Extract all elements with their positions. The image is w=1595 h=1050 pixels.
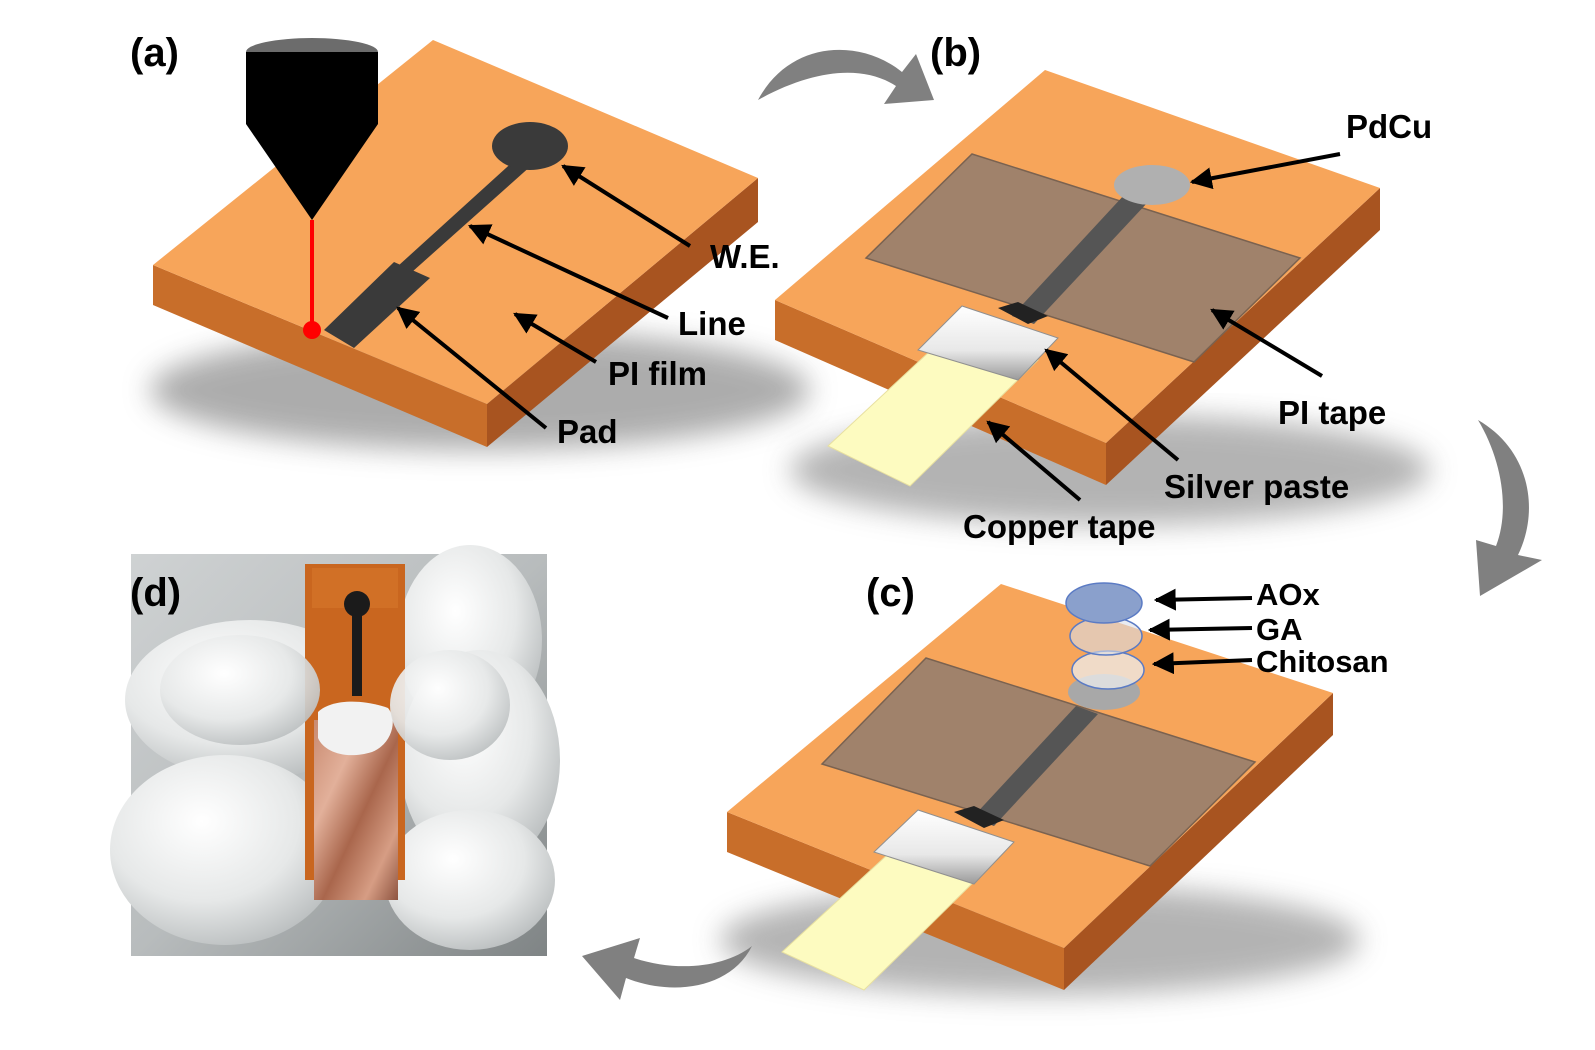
- photo-silver-paste: [318, 701, 393, 756]
- pad-b: [998, 302, 1048, 324]
- aox-layer: [1065, 582, 1143, 624]
- silver-paste: [917, 305, 1059, 381]
- panel-a-label: (a): [130, 31, 179, 75]
- silver-paste-label: Silver paste: [1164, 468, 1349, 505]
- substrate-front-face: [153, 265, 487, 447]
- line-electrode-b: [1012, 194, 1148, 324]
- line-label: Line: [678, 305, 746, 342]
- photo-working-electrode: [344, 591, 370, 617]
- line-electrode: [398, 148, 542, 272]
- pad-arrow: [396, 306, 548, 430]
- laser-spot: [303, 321, 321, 339]
- glove-palm-left: [110, 755, 340, 945]
- pi-film-arrow: [513, 312, 598, 364]
- panel-a: (a) W.E. Line PI film Pad: [130, 31, 810, 450]
- flow-arrow-b-to-c: [1476, 420, 1542, 596]
- panel-d-photo: (d): [110, 545, 560, 956]
- aox-label: AOx: [1256, 577, 1321, 612]
- pi-film-label: PI film: [608, 355, 707, 392]
- ga-arrow: [1147, 618, 1253, 641]
- copper-tape-arrow: [986, 420, 1082, 502]
- silver-paste-c: [873, 809, 1015, 885]
- glove-finger-overlay: [390, 650, 510, 760]
- line-arrow: [468, 224, 669, 320]
- pi-tape-label: PI tape: [1278, 394, 1386, 431]
- panel-c: (c) AOx GA Chitosan: [720, 571, 1389, 995]
- copper-tape-label: Copper tape: [963, 508, 1156, 545]
- pad-label: Pad: [557, 413, 618, 450]
- ga-label: GA: [1256, 612, 1303, 647]
- chitosan-arrow: [1151, 652, 1253, 675]
- panel-b: (b) PdCu PI tape Silver paste Copper tap…: [775, 31, 1432, 545]
- flow-arrow-a-to-b: [758, 49, 934, 104]
- pad-c: [954, 806, 1004, 828]
- glove-thumb-overlay: [160, 635, 320, 745]
- glove-palm-right: [385, 810, 555, 950]
- flow-arrow-c-to-d: [582, 938, 752, 1000]
- panel-b-label: (b): [930, 31, 981, 75]
- laser-nozzle-icon: [246, 52, 378, 220]
- pad-electrode: [324, 262, 430, 348]
- working-electrode: [492, 122, 568, 170]
- pdcu-arrow: [1189, 152, 1341, 190]
- panel-d-label: (d): [130, 571, 181, 615]
- chitosan-label: Chitosan: [1256, 644, 1389, 679]
- photo-line: [352, 612, 362, 696]
- pi-tape-arrow: [1210, 308, 1324, 378]
- chitosan-layer: [1071, 650, 1145, 690]
- substrate-side-face-b: [1106, 188, 1380, 485]
- aox-arrow: [1153, 588, 1253, 611]
- silver-paste-arrow: [1044, 348, 1180, 462]
- we-label: W.E.: [710, 238, 780, 275]
- pdcu-label: PdCu: [1346, 108, 1432, 145]
- line-electrode-c: [972, 706, 1098, 826]
- substrate-side-face-c: [1064, 693, 1333, 990]
- we-arrow: [561, 164, 692, 248]
- pdcu-electrode: [1114, 165, 1190, 205]
- panel-c-label: (c): [866, 571, 915, 615]
